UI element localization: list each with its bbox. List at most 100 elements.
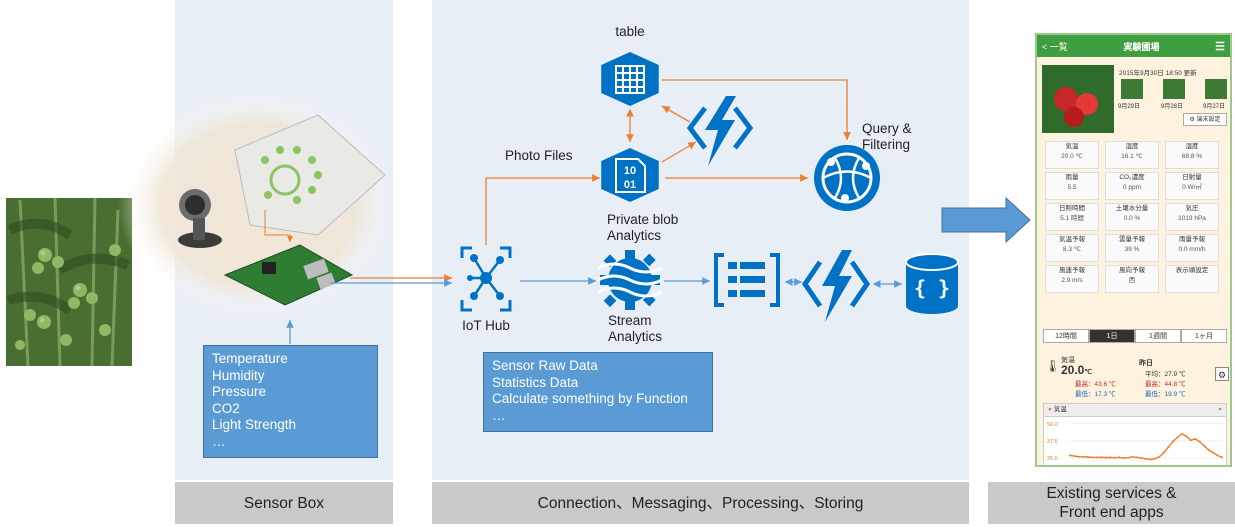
- cloud-item: Statistics Data: [492, 374, 579, 390]
- tile[interactable]: CO₂濃度 0 ppm: [1105, 172, 1159, 200]
- mini-chart-tick-label: 25.0: [1047, 456, 1058, 462]
- thumb-date: 9月29日: [1118, 104, 1141, 110]
- tile-label: 雨量: [1065, 174, 1079, 181]
- cloud-footer: Connection、Messaging、Processing、Storing: [432, 482, 969, 524]
- tile-label: 雨量予報: [1179, 236, 1205, 243]
- sensor-item: …: [212, 433, 226, 449]
- mini-chart-header: ● 気温 ⌕: [1044, 404, 1226, 417]
- tile-label: 表示順設定: [1175, 267, 1209, 274]
- apps-footer: Existing services & Front end apps: [988, 482, 1235, 524]
- tile-value: 2.9 m/s: [1061, 277, 1083, 284]
- arrow-blob-to-function: [661, 141, 697, 163]
- mini-chart-point: [1167, 446, 1170, 449]
- phone-body: 2015年9月30日 18:50 更新 9月29日 9月28日 9月27日 ⚙ …: [1037, 57, 1230, 465]
- phone-back-button[interactable]: < 一覧: [1042, 41, 1068, 52]
- thermometer-icon: 🌡: [1045, 359, 1061, 373]
- tile-label: 湿度: [1125, 143, 1139, 150]
- thumb-date: 9月27日: [1203, 104, 1226, 110]
- mini-chart-point: [1091, 456, 1094, 459]
- mini-chart-point: [1113, 456, 1116, 459]
- mini-chart-point: [1136, 456, 1139, 459]
- tile-label: CO₂濃度: [1119, 174, 1145, 181]
- mini-chart-point: [1145, 457, 1147, 460]
- phone-header: < 一覧 実験圃場 ☰: [1037, 35, 1230, 57]
- mini-chart-point: [1171, 440, 1174, 443]
- updated-text: 2015年9月30日 18:50 更新: [1119, 70, 1197, 77]
- tile[interactable]: 湿度 16.1 ℃: [1105, 141, 1159, 169]
- sensor-item: Light Strength: [212, 417, 297, 432]
- range-tab[interactable]: 1ヶ月: [1181, 329, 1227, 343]
- mini-chart-title: 気温: [1053, 406, 1067, 413]
- today-min: 最低：17.3 ℃: [1075, 391, 1116, 398]
- private-blob-label-line1: Private blob: [607, 212, 679, 227]
- mini-chart-point: [1216, 454, 1219, 457]
- phone-app-screenshot: < 一覧 実験圃場 ☰ 2015年9月30日 18:50 更新 9月29日 9月…: [1035, 33, 1232, 467]
- tile[interactable]: 風向予報西: [1105, 265, 1159, 293]
- tomato-plant-photo: [6, 197, 132, 367]
- tile[interactable]: 風速予報 2.9 m/s: [1045, 265, 1099, 293]
- hamburger-icon[interactable]: ☰: [1215, 40, 1225, 53]
- tile-value: 8.3 ℃: [1062, 246, 1082, 253]
- arrow-camera-to-board: [264, 210, 293, 242]
- yesterday-min: 最低：19.9 ℃: [1145, 391, 1186, 398]
- documentdb-glyph: { }: [914, 276, 950, 300]
- thumbnail[interactable]: [1163, 79, 1185, 99]
- tomato-photo: [1042, 65, 1114, 133]
- thumbnail[interactable]: [1121, 79, 1143, 99]
- mini-chart-point: [1180, 433, 1183, 436]
- yesterday-label: 昨日: [1139, 360, 1153, 367]
- tile-label: 風速予報: [1059, 267, 1085, 274]
- mini-chart-point: [1203, 444, 1206, 447]
- mini-chart-point: [1140, 457, 1143, 460]
- mini-chart-point: [1077, 455, 1080, 458]
- tile-value: 16.1 ℃: [1121, 153, 1143, 160]
- stream-label-line1: Stream: [608, 313, 652, 328]
- query-filtering-icon: [814, 145, 880, 211]
- tile-value: 0.0 mm/h: [1178, 246, 1206, 253]
- blob-icon-text-1: 10: [624, 165, 636, 177]
- tile-label: 日照時間: [1059, 205, 1085, 212]
- tile[interactable]: 雨量予報 0.0 mm/h: [1165, 234, 1219, 262]
- mini-chart-point: [1194, 437, 1197, 440]
- mini-chart-point: [1153, 457, 1156, 460]
- tile-label: 気温: [1065, 143, 1079, 150]
- range-tab[interactable]: 1週間: [1135, 329, 1181, 343]
- tile[interactable]: 表示順設定: [1165, 265, 1219, 293]
- mini-chart-point: [1082, 455, 1085, 458]
- tile-label: 湿度: [1185, 143, 1199, 150]
- tile-label: 雲量予報: [1119, 236, 1145, 243]
- tile-label: 気温予報: [1059, 236, 1085, 243]
- tile-value: 68.8 %: [1181, 153, 1203, 160]
- device-settings-button[interactable]: ⚙ 端末設定: [1183, 113, 1227, 126]
- sensor-item: Temperature: [212, 351, 288, 366]
- tile-value: 0 ppm: [1122, 184, 1142, 191]
- thumbnail[interactable]: [1205, 79, 1227, 99]
- search-icon[interactable]: ⌕: [1218, 406, 1222, 413]
- private-blob-label-line2: Analytics: [607, 228, 662, 243]
- tile[interactable]: 気温予報 8.3 ℃: [1045, 234, 1099, 262]
- today-temp: 20.0: [1061, 363, 1085, 377]
- azure-function-icon-top: [686, 96, 754, 166]
- range-tab-selected[interactable]: 1日: [1089, 329, 1135, 343]
- tile-label: 土壌水分量: [1115, 205, 1149, 212]
- sensor-data-list: Temperature Humidity Pressure CO2 Light …: [203, 345, 378, 458]
- tile[interactable]: 湿度 68.8 %: [1165, 141, 1219, 169]
- mini-chart-point: [1131, 455, 1134, 458]
- range-tab[interactable]: 12時間: [1043, 329, 1089, 343]
- mini-chart-point: [1073, 455, 1076, 458]
- cloud-data-list: Sensor Raw Data Statistics Data Calculat…: [483, 352, 713, 432]
- mini-chart-point: [1118, 456, 1121, 459]
- tile-value: 西: [1128, 277, 1136, 284]
- table-label: table: [615, 24, 645, 39]
- cloud-item: Sensor Raw Data: [492, 358, 598, 373]
- gear-icon[interactable]: ⚙: [1215, 367, 1229, 381]
